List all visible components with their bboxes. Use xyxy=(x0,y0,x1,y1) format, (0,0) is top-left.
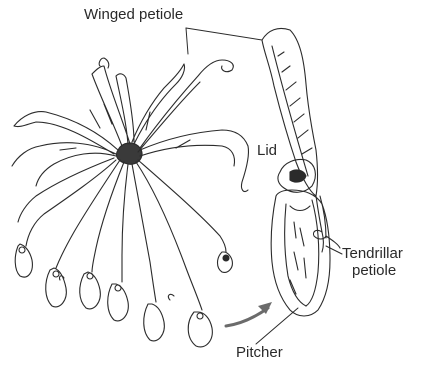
label-lid: Lid xyxy=(257,142,277,159)
pitcher-detail xyxy=(262,28,340,316)
plant-rosette xyxy=(12,58,249,347)
leader-lines xyxy=(186,28,342,344)
leader-winged-right xyxy=(186,28,262,40)
label-tendrillar-petiole: Tendrillar petiole xyxy=(342,245,403,279)
label-tendrillar-line2: petiole xyxy=(342,262,403,279)
label-tendrillar-line1: Tendrillar xyxy=(342,245,403,262)
magnify-arrow xyxy=(226,302,272,326)
label-pitcher: Pitcher xyxy=(236,344,283,361)
leader-winged-left xyxy=(186,28,188,54)
label-winged-petiole: Winged petiole xyxy=(84,6,183,23)
